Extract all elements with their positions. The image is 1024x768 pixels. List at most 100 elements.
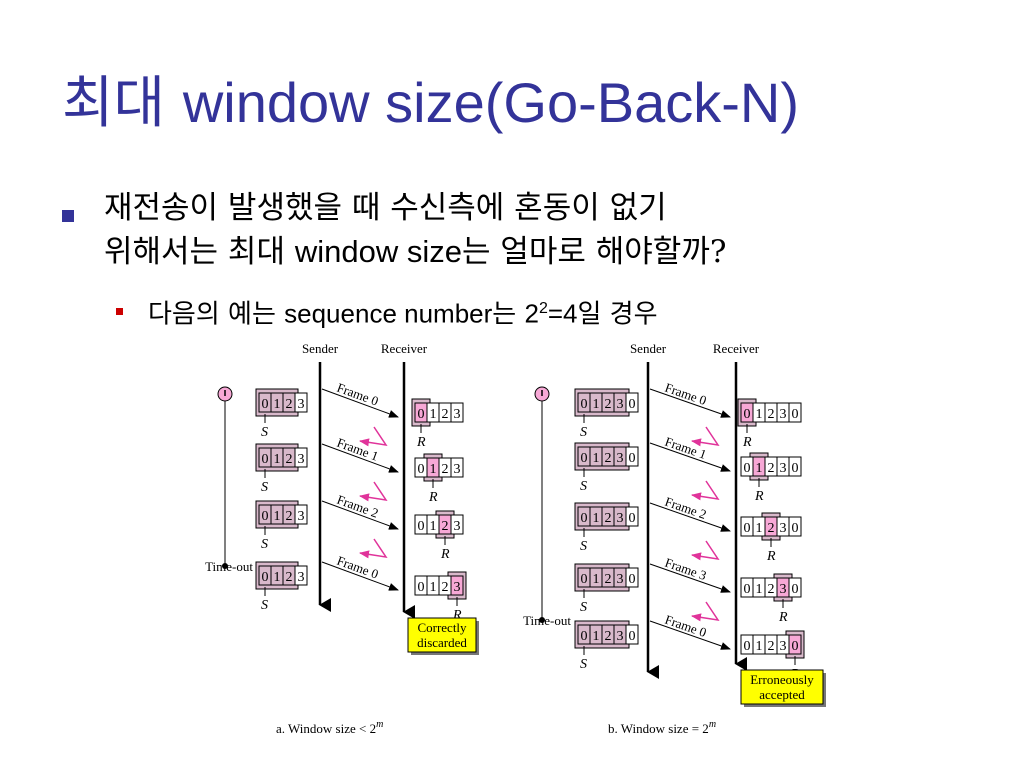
receiver-row-cell-label: 1 bbox=[430, 519, 437, 534]
sender-row-cell-label: 2 bbox=[286, 397, 293, 412]
receiver-row-cell-label: 0 bbox=[418, 580, 425, 595]
sub-part-d: =4 bbox=[547, 298, 578, 329]
line2-part-b: window size bbox=[294, 234, 462, 269]
line2-part-a: 위해서는 최대 bbox=[104, 234, 285, 270]
receiver-row-cell-label: 0 bbox=[792, 639, 799, 654]
receiver-row-cell-label: 3 bbox=[780, 407, 787, 422]
receiver-pointer-letter: R bbox=[742, 435, 752, 450]
note-line-2: discarded bbox=[417, 635, 467, 650]
frame-arrow bbox=[649, 502, 731, 532]
sender-row-cell bbox=[625, 567, 639, 588]
caption-main: b. Window size = 2 bbox=[608, 721, 709, 736]
sender-row-cell-label: 3 bbox=[617, 397, 624, 412]
receiver-pointer-letter: R bbox=[766, 549, 776, 564]
sender-row-cell bbox=[294, 504, 308, 525]
slide-title: 최대 window size(Go-Back-N) bbox=[62, 58, 799, 139]
receiver-row-cell-label: 1 bbox=[756, 407, 763, 422]
receiver-row-cell-label: 3 bbox=[780, 639, 787, 654]
lost-ack-arrow bbox=[359, 426, 388, 447]
sender-row-cell-label: 3 bbox=[617, 511, 624, 526]
sender-row-cell-label: 0 bbox=[581, 511, 588, 526]
timer-end-dot bbox=[539, 617, 545, 623]
lost-ack-arrow bbox=[691, 426, 720, 447]
lost-ack-arrow bbox=[691, 540, 720, 561]
frame-arrow bbox=[321, 500, 399, 530]
receiver-row-cell bbox=[788, 456, 802, 477]
sender-row-cell-label: 0 bbox=[262, 509, 269, 524]
bullet-line-1: 재전송이 발생했을 때 수신측에 혼동이 없기 bbox=[104, 190, 667, 226]
receiver-row-cell-label: 0 bbox=[744, 521, 751, 536]
timeout-label: Time-out bbox=[523, 613, 571, 628]
line2-part-c: 는 얼마로 해야할까? bbox=[461, 234, 727, 270]
caption-exponent: m bbox=[709, 719, 716, 730]
receiver-row-cell-label: 2 bbox=[442, 407, 449, 422]
sender-row-cell-label: 0 bbox=[629, 629, 636, 644]
receiver-pointer-letter: R bbox=[416, 435, 426, 450]
receiver-row-cell-label: 2 bbox=[768, 582, 775, 597]
receiver-row-cell-label: 0 bbox=[792, 582, 799, 597]
receiver-pointer-letter: R bbox=[452, 608, 462, 623]
receiver-row-cell bbox=[788, 402, 802, 423]
frame-label: Frame 1 bbox=[663, 434, 709, 462]
sub-part-c: 는 bbox=[492, 299, 517, 330]
receiver-row-cell-label: 0 bbox=[418, 462, 425, 477]
bullet-text-main: 재전송이 발생했을 때 수신측에 혼동이 없기 위해서는 최대 window s… bbox=[104, 186, 726, 274]
receiver-row-cell-label: 1 bbox=[430, 407, 437, 422]
sender-row-cell-label: 2 bbox=[605, 397, 612, 412]
receiver-row-cell-label: 0 bbox=[744, 639, 751, 654]
receiver-row-cell bbox=[450, 402, 464, 423]
frame-arrow bbox=[321, 443, 399, 473]
frame-label: Frame 0 bbox=[663, 380, 709, 408]
frame-label: Frame 0 bbox=[335, 553, 381, 582]
lost-ack-arrow bbox=[359, 538, 388, 559]
sender-row-cell-label: 0 bbox=[262, 570, 269, 585]
sender-pointer-letter: S bbox=[580, 539, 587, 554]
receiver-row-cell-label: 0 bbox=[744, 461, 751, 476]
note-line-2: accepted bbox=[759, 687, 805, 702]
sender-row-cell-label: 3 bbox=[617, 629, 624, 644]
receiver-row-cell-label: 2 bbox=[768, 461, 775, 476]
receiver-row-cell-label: 0 bbox=[792, 461, 799, 476]
sender-row-cell-label: 2 bbox=[605, 451, 612, 466]
sender-pointer-letter: S bbox=[261, 425, 268, 440]
receiver-row-cell bbox=[450, 457, 464, 478]
sender-row-cell-label: 0 bbox=[581, 629, 588, 644]
receiver-row-cell-label: 3 bbox=[454, 580, 461, 595]
receiver-row-cell bbox=[450, 575, 464, 596]
sender-row-cell-label: 1 bbox=[274, 509, 281, 524]
receiver-label: Receiver bbox=[713, 341, 760, 356]
sender-row-cell-label: 3 bbox=[617, 451, 624, 466]
note-line-1: Correctly bbox=[417, 620, 467, 635]
sub-part-exp: 2 bbox=[538, 300, 548, 317]
sender-row-cell-label: 2 bbox=[605, 572, 612, 587]
note-box bbox=[407, 617, 477, 653]
sender-row-cell-label: 1 bbox=[593, 511, 600, 526]
sender-row-cell bbox=[625, 506, 639, 527]
receiver-row-cell-label: 3 bbox=[780, 582, 787, 597]
note-box bbox=[740, 669, 824, 705]
caption-exponent: m bbox=[376, 719, 383, 730]
receiver-label: Receiver bbox=[381, 341, 428, 356]
sender-row-cell-label: 3 bbox=[617, 572, 624, 587]
receiver-row-cell-label: 1 bbox=[430, 462, 437, 477]
receiver-row-cell-label: 2 bbox=[442, 462, 449, 477]
sub-bullet-square-icon bbox=[116, 308, 123, 315]
receiver-row-cell-label: 1 bbox=[430, 580, 437, 595]
receiver-row-cell-label: 1 bbox=[756, 521, 763, 536]
sender-row-cell-label: 2 bbox=[286, 570, 293, 585]
sender-row-cell bbox=[294, 392, 308, 413]
sender-pointer-letter: S bbox=[580, 657, 587, 672]
title-korean: 최대 bbox=[62, 71, 166, 136]
sender-row-cell-label: 3 bbox=[298, 570, 305, 585]
sender-row-cell-label: 0 bbox=[629, 511, 636, 526]
note-line-1: Erroneously bbox=[750, 672, 814, 687]
sender-pointer-letter: S bbox=[580, 425, 587, 440]
sender-label: Sender bbox=[302, 341, 339, 356]
receiver-row-cell-label: 3 bbox=[454, 462, 461, 477]
receiver-row-cell-label: 1 bbox=[756, 582, 763, 597]
receiver-row-cell-label: 2 bbox=[768, 639, 775, 654]
frame-arrow bbox=[321, 561, 399, 591]
receiver-row-cell-label: 2 bbox=[768, 407, 775, 422]
